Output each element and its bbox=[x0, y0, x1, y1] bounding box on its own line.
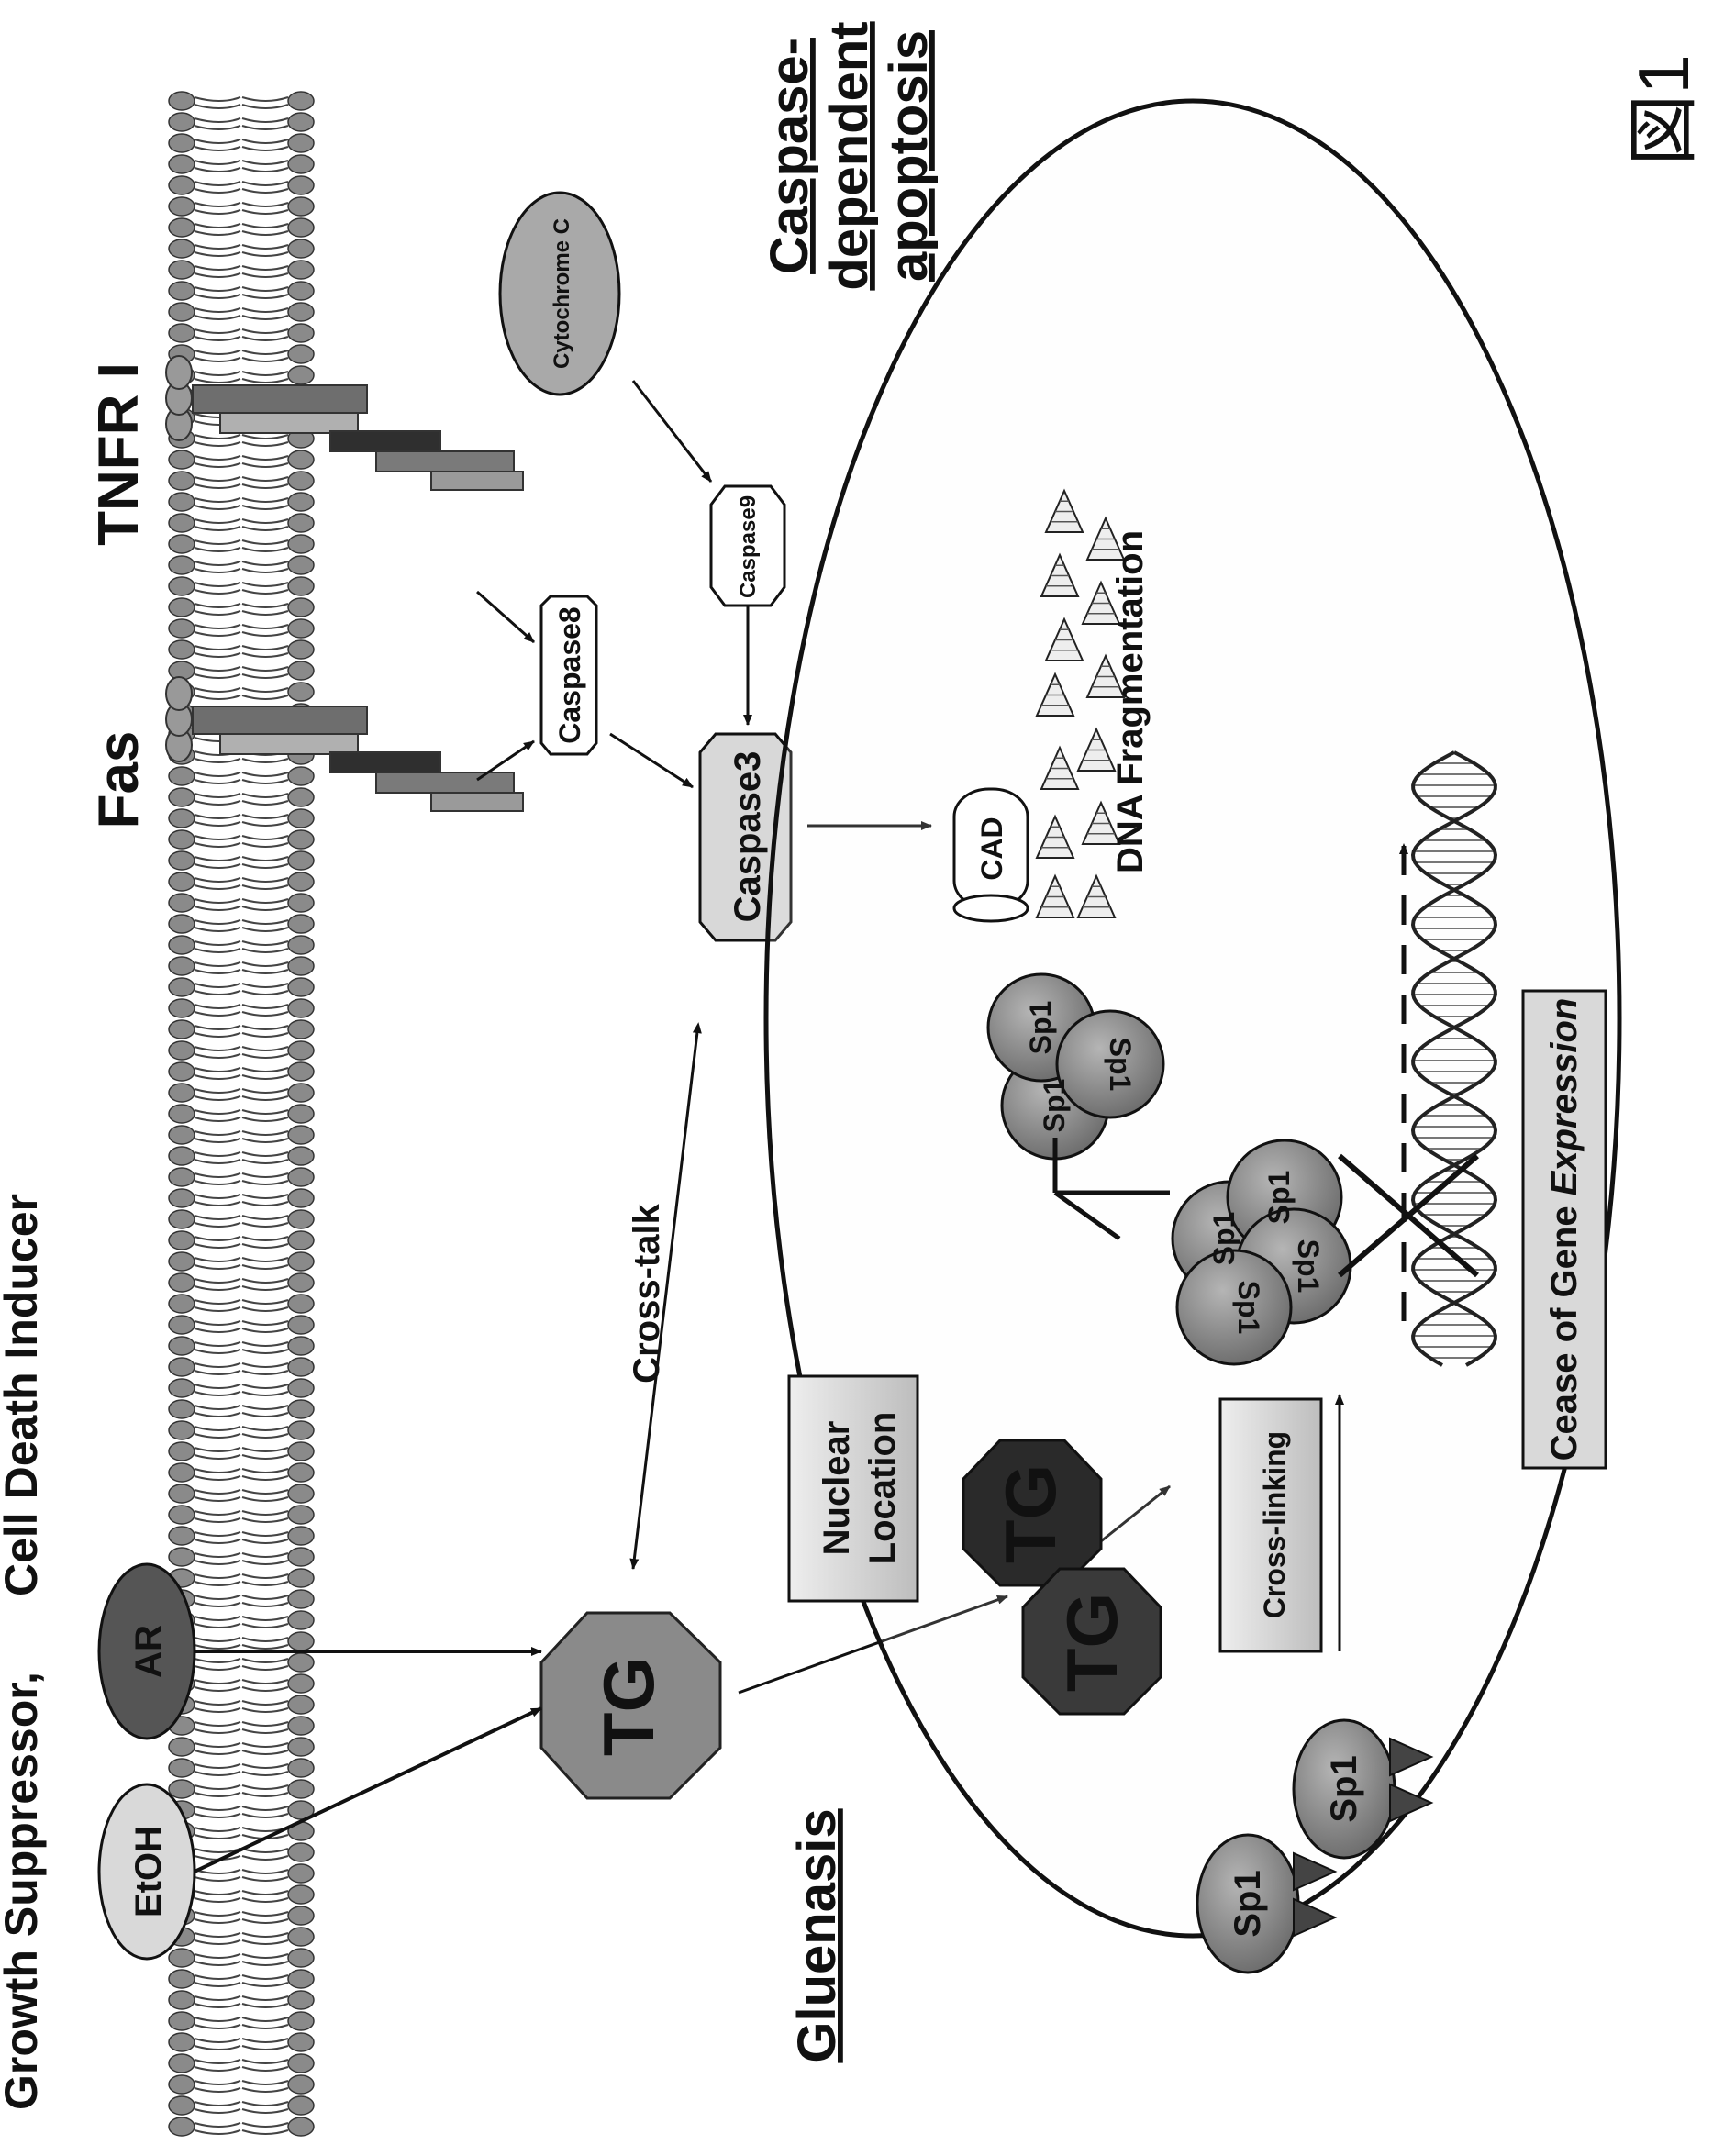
tg-label: TG bbox=[588, 1657, 669, 1756]
cross-linking-box: Cross-linking bbox=[1220, 1395, 1340, 1651]
caspase-section-line2: dependent bbox=[819, 21, 879, 290]
caspase8-label: Caspase8 bbox=[553, 606, 586, 743]
sp1-tetramer-label-2: Sp1 bbox=[1262, 1171, 1296, 1225]
caspase9-node: Caspase9 bbox=[711, 486, 784, 606]
nuclear-location-box: Nuclear Location bbox=[789, 1376, 918, 1601]
cease-of-gene-expression-label: Cease of Gene Expression bbox=[1544, 998, 1585, 1461]
caspase9-label: Caspase9 bbox=[736, 495, 761, 598]
ar-node: AR bbox=[99, 1564, 195, 1739]
gluenasis-label: Gluenasis bbox=[787, 1808, 847, 2062]
arrow-etoh-to-tg bbox=[195, 1708, 541, 1872]
etoh-node: EtOH bbox=[99, 1784, 195, 1959]
arrow-cytochrome-to-caspase9 bbox=[633, 381, 711, 482]
nucleus bbox=[766, 101, 1619, 1936]
sp1-tetramer-label-1: Sp1 bbox=[1207, 1212, 1240, 1266]
ar-label: AR bbox=[128, 1625, 169, 1678]
sp1-tetramer-label-3: Sp1 bbox=[1292, 1239, 1325, 1294]
dna-fragmentation-label: DNA Fragmentation bbox=[1110, 530, 1151, 873]
etoh-label: EtOH bbox=[128, 1826, 169, 1917]
tg-dimer-label-2: TG bbox=[1051, 1593, 1132, 1692]
nuclear-location-line1: Nuclear bbox=[817, 1421, 857, 1556]
nuclear-location-line2: Location bbox=[862, 1412, 903, 1565]
figure-label: 図1 bbox=[1623, 54, 1704, 165]
caspase8-node: Caspase8 bbox=[541, 596, 596, 754]
cross-linking-label: Cross-linking bbox=[1258, 1431, 1291, 1618]
caspase3-label: Caspase3 bbox=[728, 751, 768, 923]
fas-receptor bbox=[166, 677, 523, 811]
caspase-section-line1: Caspase- bbox=[760, 38, 819, 274]
cytochrome-c-node: Cytochrome C bbox=[500, 193, 619, 395]
arrow-caspase8-to-caspase3 bbox=[610, 734, 693, 787]
sp1-trimer-label-1: Sp1 bbox=[1038, 1079, 1071, 1133]
sp1-tetramer-label-4: Sp1 bbox=[1232, 1281, 1265, 1335]
fas-label: Fas bbox=[87, 731, 150, 829]
sp1-trimer-label-2: Sp1 bbox=[1024, 1001, 1057, 1055]
growth-suppressor-label: Growth Suppressor, bbox=[0, 1672, 47, 2110]
caspase-section-line3: apoptosis bbox=[879, 30, 939, 282]
tg-dimer-label-1: TG bbox=[990, 1464, 1071, 1563]
tg-node: TG bbox=[541, 1613, 720, 1798]
tnfr-label: TNFR I bbox=[87, 362, 150, 546]
cad-node: CAD bbox=[954, 789, 1028, 921]
cytochrome-c-label: Cytochrome C bbox=[550, 218, 574, 369]
cad-label: CAD bbox=[975, 817, 1008, 880]
sp1-label-1: Sp1 bbox=[1228, 1870, 1268, 1937]
cease-of-gene-expression-box: Cease of Gene Expression bbox=[1523, 991, 1606, 1468]
cross-talk-label: Cross-talk bbox=[627, 1203, 667, 1383]
cell-death-inducer-label: Cell Death Inducer bbox=[0, 1194, 47, 1596]
arrow-tnfr-to-caspase8 bbox=[477, 592, 534, 642]
sp1-trimer-label-3: Sp1 bbox=[1104, 1038, 1137, 1092]
sp1-label-2: Sp1 bbox=[1324, 1755, 1364, 1822]
